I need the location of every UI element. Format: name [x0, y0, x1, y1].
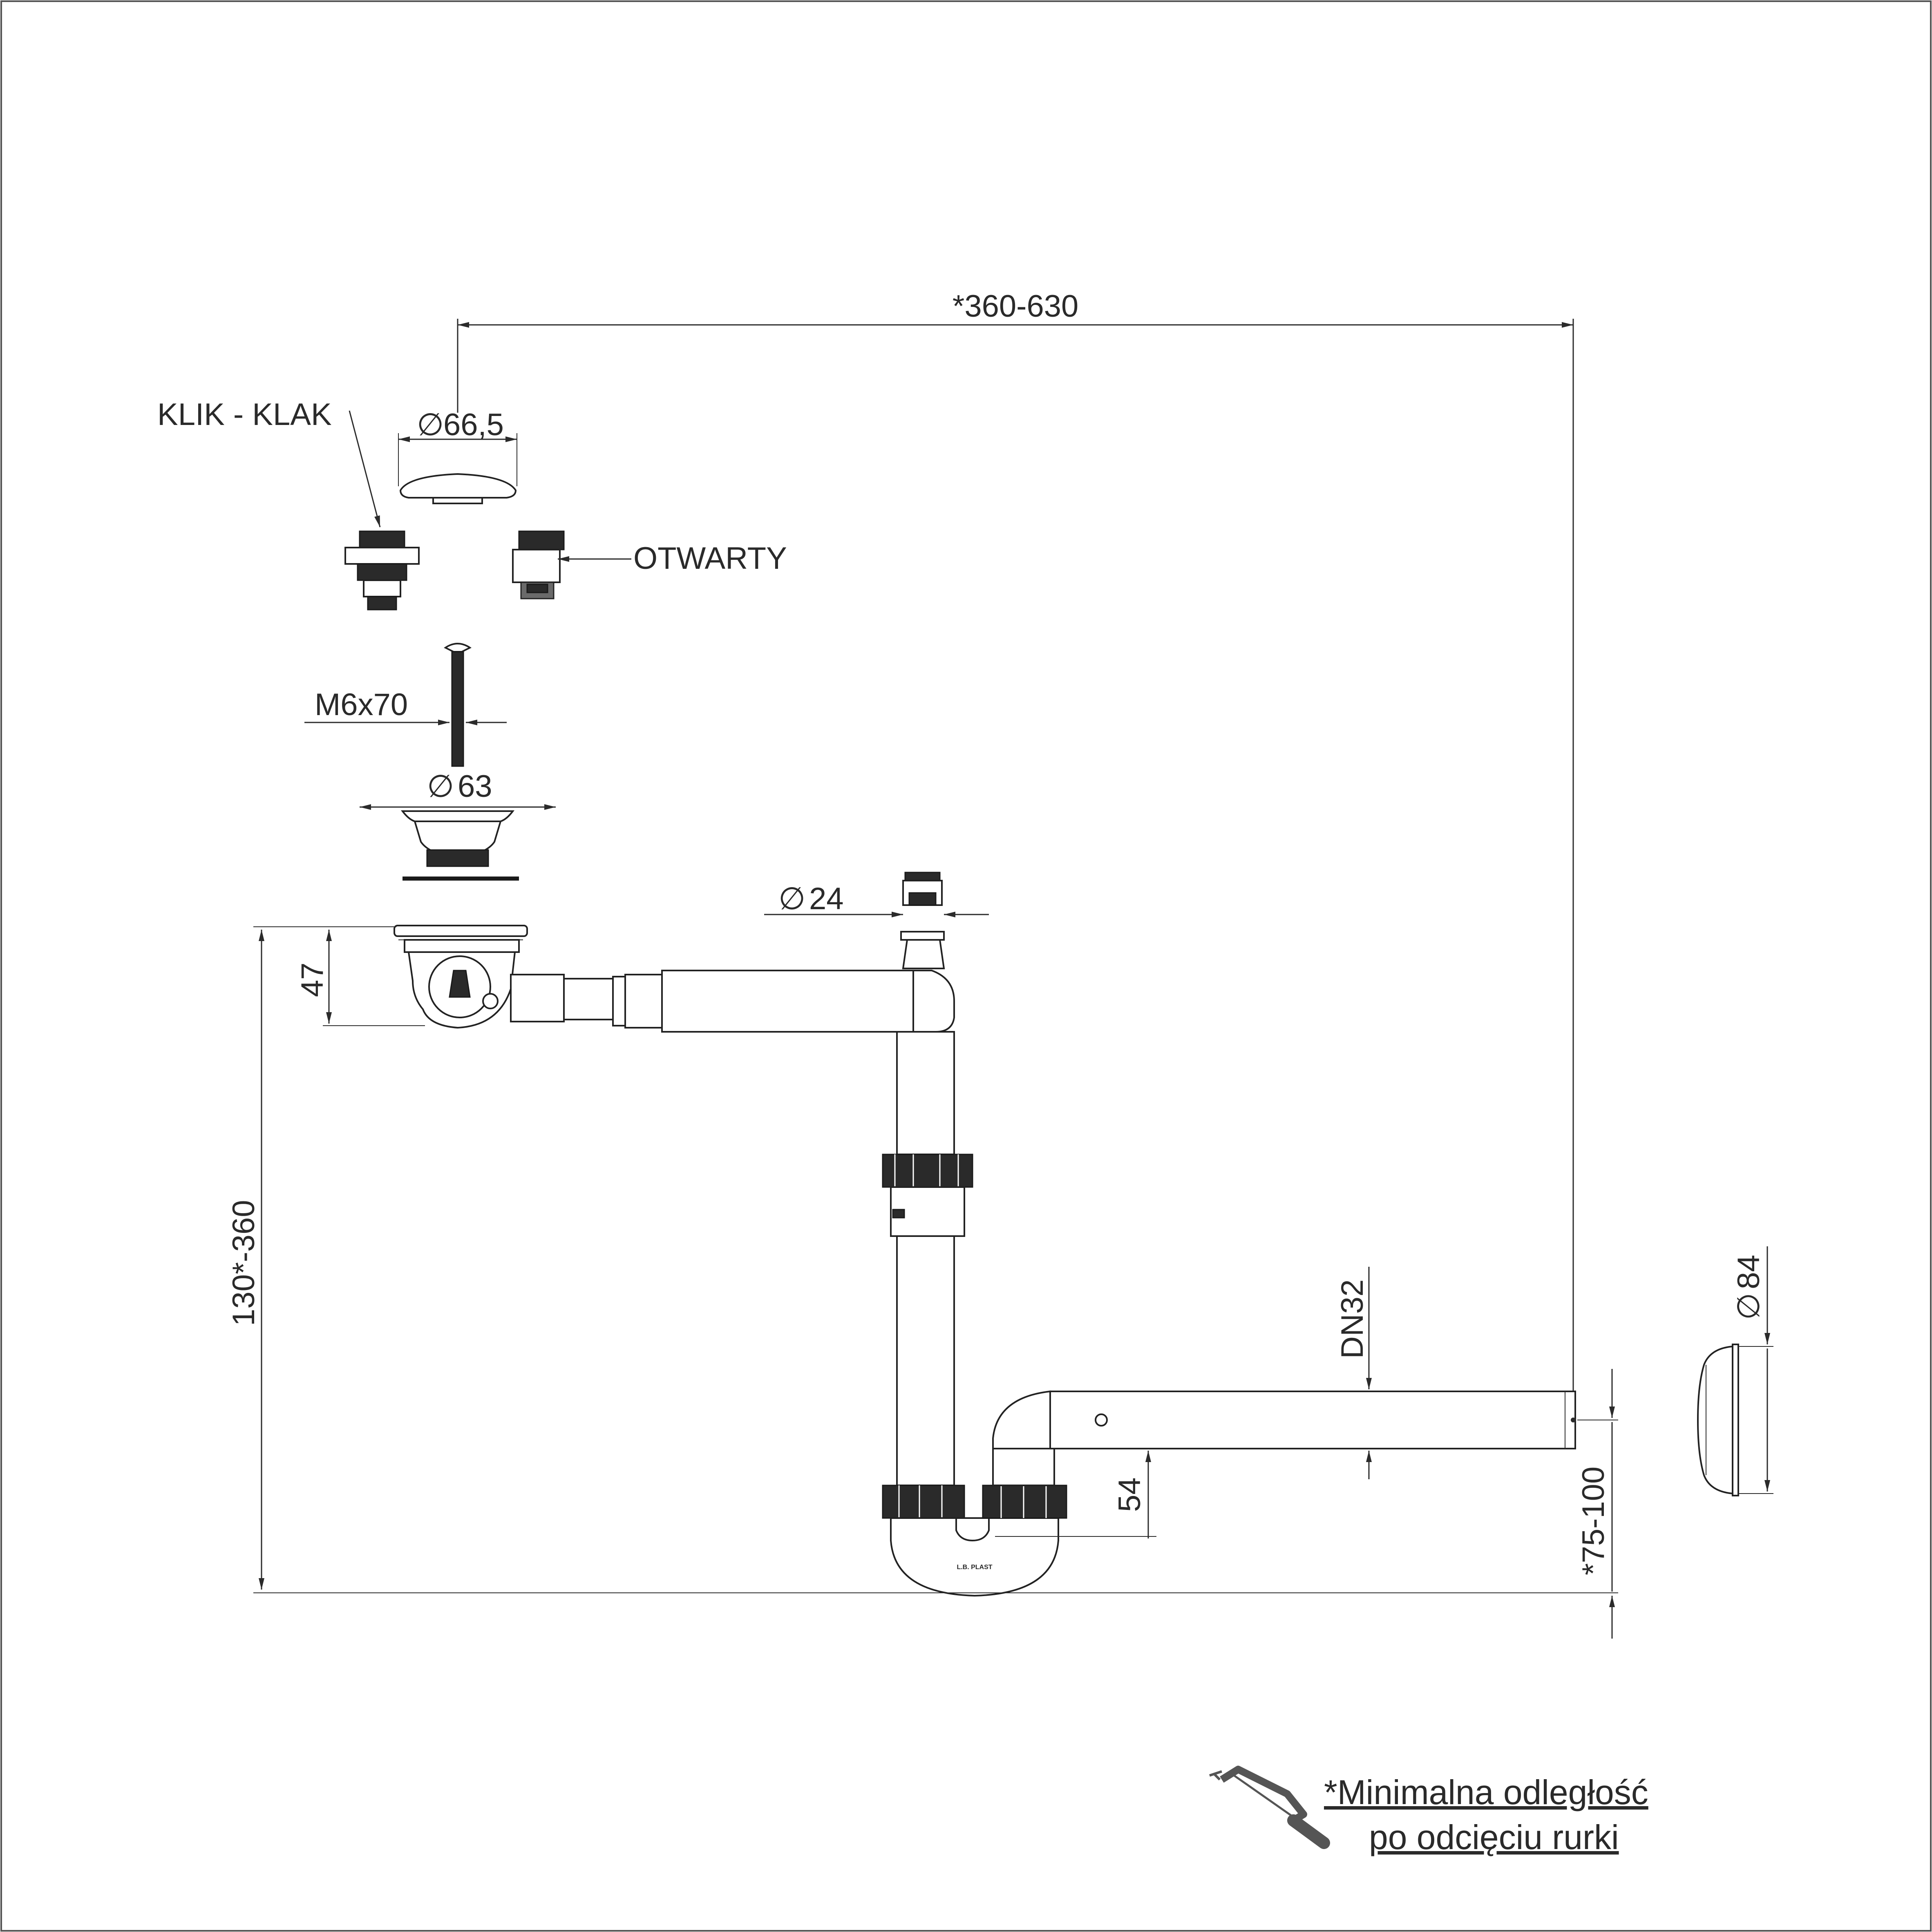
cap-diameter-symbol: ∅ [417, 407, 444, 442]
cap-diameter-label: 66,5 [443, 407, 504, 442]
dimension-47: 47 [295, 926, 425, 1026]
dimension-width-range: *360-630 [457, 289, 1574, 1418]
height-47-label: 47 [295, 962, 330, 997]
klik-klak-part [344, 530, 420, 610]
overflow-diameter-symbol: ∅ [778, 881, 805, 916]
drain-assembly [394, 925, 955, 1033]
height-54-label: 54 [1112, 1477, 1147, 1512]
strainer-diameter-label: 63 [458, 769, 492, 804]
end-cap-diameter-symbol: ∅ [1731, 1293, 1766, 1320]
trap-bend: L.B. PLAST [890, 1390, 1576, 1597]
end-cap-diameter-label: 84 [1731, 1254, 1766, 1289]
vertical-pipe [882, 1031, 973, 1519]
width-range-label: *360-630 [953, 289, 1079, 324]
klik-klak-label: KLIK - KLAK [157, 397, 332, 432]
end-cap-part: ∅ 84 [1697, 1246, 1773, 1496]
note-line-2: po odcięciu rurki [1369, 1818, 1619, 1856]
otwarty-part [512, 530, 565, 599]
dimension-54: 54 [995, 1451, 1156, 1538]
hacksaw-icon [1209, 1766, 1330, 1849]
cap-part: ∅ 66,5 [398, 407, 517, 504]
bolt-part [444, 643, 472, 767]
overflow-cap-part [902, 872, 943, 906]
brand-label: L.B. PLAST [957, 1564, 992, 1571]
dimension-height-range: 130*-360 [226, 926, 1618, 1593]
dimension-dn32: DN32 [1335, 1267, 1372, 1479]
overflow-stub [900, 931, 945, 969]
height-range-label: 130*-360 [226, 1200, 261, 1326]
note-line-1: *Minimalna odległość [1324, 1773, 1648, 1811]
strainer-diameter-symbol: ∅ [427, 769, 454, 804]
otwarty-label: OTWARTY [633, 541, 787, 576]
bolt-label: M6x70 [315, 687, 408, 722]
dimension-pipe-height: *75-100 [1576, 1369, 1618, 1639]
strainer-part: ∅ 63 [360, 769, 556, 881]
pipe-height-range-label: *75-100 [1576, 1467, 1611, 1575]
dn32-label: DN32 [1335, 1279, 1370, 1359]
overflow-diameter-label: 24 [809, 881, 844, 916]
